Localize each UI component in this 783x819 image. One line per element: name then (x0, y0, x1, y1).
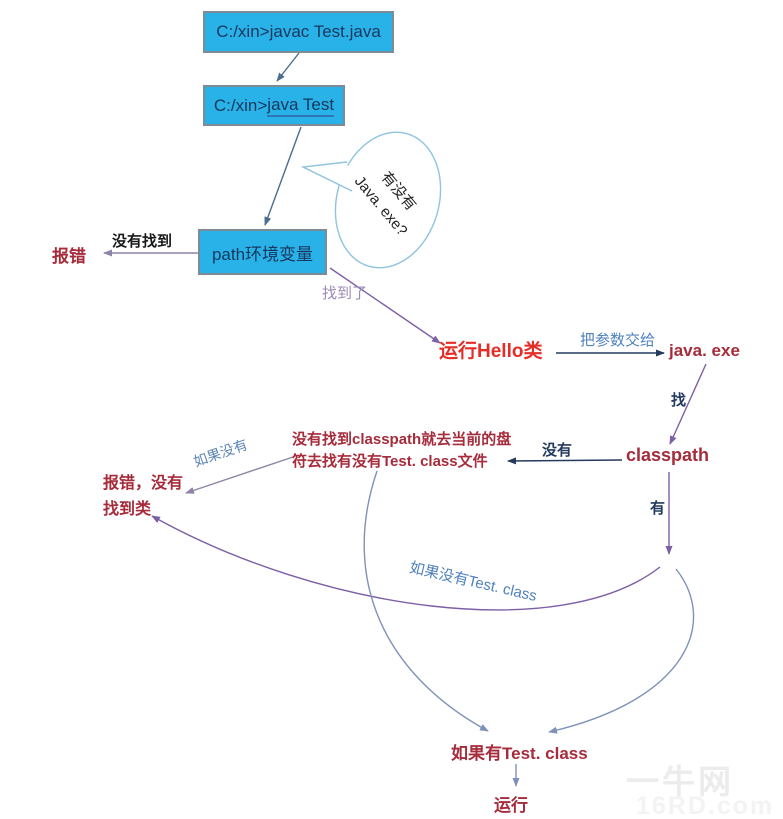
curve-left-to-hastest (363, 470, 489, 732)
node-path-env: path环境变量 (198, 229, 327, 275)
watermark-line2: 16RD.com (636, 792, 775, 819)
label-yes: 有 (650, 500, 666, 517)
arrow-found-to-runhello (329, 267, 441, 344)
watermark-line1: 一牛网 (626, 763, 734, 800)
path-env-label: path环境变量 (211, 244, 314, 264)
label-error: 报错 (52, 247, 86, 266)
node-javac-command: C:/xin>javac Test.java (203, 11, 394, 53)
java-command-prefix: C:/xin> (213, 95, 268, 115)
label-error-no-class: 报错，没有找到类 (103, 475, 184, 518)
arrow-classpath-no (507, 457, 623, 465)
javac-command-label: C:/xin>javac Test.java (216, 22, 381, 41)
label-no: 没有 (542, 442, 573, 459)
label-pass-args: 把参数交给 (580, 332, 656, 349)
label-classpath: classpath (626, 445, 710, 465)
arrow-note-to-error2 (185, 456, 294, 494)
label-java-exe: java. exe (669, 341, 740, 360)
label-run-hello: 运行Hello类 (439, 341, 543, 362)
arrow-java-to-path (264, 126, 302, 226)
arrow-javac-to-java (276, 52, 300, 82)
curve-if-no-testclass (151, 515, 661, 611)
label-found: 找到了 (322, 285, 368, 302)
node-java-command: C:/xin>java Test (203, 85, 345, 126)
arrow-javaexe-to-classpath (669, 363, 707, 445)
curve-right-to-hastest (548, 568, 695, 734)
label-find: 找 (671, 392, 687, 409)
label-run: 运行 (494, 796, 528, 815)
label-no-classpath-note: 没有找到classpath就去当前的盘符去找有没有Test. class文件 (292, 431, 512, 470)
label-if-has-testclass: 如果有Test. class (451, 744, 588, 763)
label-not-found: 没有找到 (112, 233, 173, 250)
speech-bubble (300, 131, 442, 269)
java-command-underlined: java Test (267, 95, 335, 117)
